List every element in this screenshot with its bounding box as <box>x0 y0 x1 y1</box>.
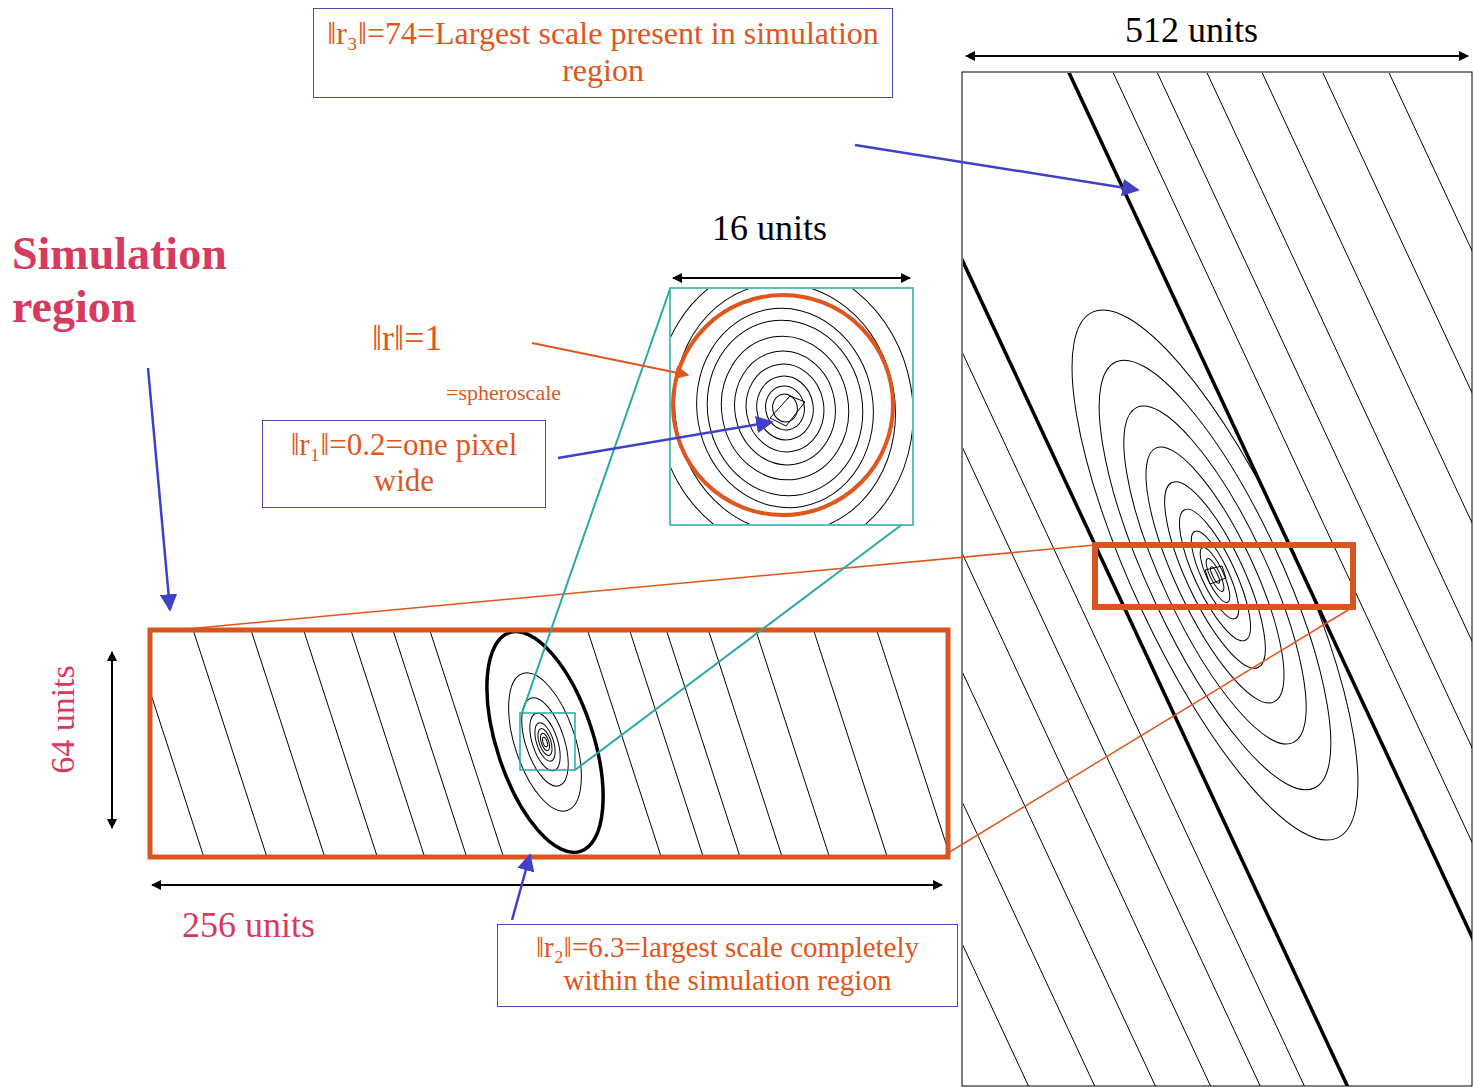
contour-line <box>770 392 799 424</box>
contour-line <box>152 632 792 855</box>
contour-line <box>152 632 578 855</box>
contours <box>963 73 1472 1086</box>
leader-arrow <box>532 343 688 375</box>
callout-box: ‖r₃‖=74=Largest scale present in simulat… <box>313 8 893 98</box>
contour-line <box>445 632 946 855</box>
contour-line <box>963 73 1472 1086</box>
zoom-box <box>1095 545 1353 607</box>
contour-line <box>222 632 946 855</box>
contour-line <box>963 73 1472 1086</box>
contour-line <box>710 326 860 490</box>
contour-line <box>671 289 912 524</box>
dimension-arrow <box>673 277 910 279</box>
dimension-arrow <box>152 884 942 886</box>
contour-line <box>963 73 1472 1086</box>
zoom-line <box>176 545 1095 630</box>
contour-line <box>963 73 1472 1086</box>
contour-line <box>963 73 1472 1086</box>
contour-line <box>524 710 567 775</box>
contour-line <box>762 383 808 433</box>
contour-line <box>336 632 946 855</box>
contour-line <box>963 73 1458 1086</box>
inset-frame <box>670 288 913 525</box>
dimension-label: 16 units <box>712 208 827 249</box>
contour-line <box>152 632 835 855</box>
contour-line <box>693 308 876 508</box>
contour-line <box>152 632 635 855</box>
contour-line <box>963 73 1472 1086</box>
contour-line <box>1205 566 1226 584</box>
contour-line <box>184 632 946 855</box>
contour-line <box>963 73 1472 1086</box>
zoom-line <box>948 607 1353 853</box>
callout-box: ‖r₂‖=6.3=largest scale completely within… <box>497 924 958 1007</box>
contour-line <box>494 664 596 820</box>
callout-text: ‖r₃‖=74=Largest scale present in simulat… <box>324 15 882 89</box>
dimension-label: 256 units <box>182 905 315 946</box>
leader-arrow <box>558 422 772 458</box>
dimension-arrow <box>966 55 1468 57</box>
contour-line <box>293 632 946 855</box>
leader-arrow <box>148 368 170 610</box>
simulation-frame <box>150 630 948 857</box>
leader-arrow <box>855 145 1138 190</box>
contour-line <box>1019 278 1411 872</box>
spheroscale-circle <box>673 295 893 515</box>
callout-text: ‖r₂‖=6.3=largest scale completely within… <box>508 931 947 998</box>
contour-line <box>531 720 559 763</box>
scale-label: ‖r‖=1 <box>372 318 443 359</box>
contour-line <box>464 632 627 855</box>
contour-line <box>152 632 873 855</box>
contour-line <box>388 632 946 855</box>
contour-line <box>671 289 912 524</box>
leader-arrow <box>512 855 530 920</box>
contour-line <box>752 372 819 445</box>
contour-line <box>963 73 1472 1086</box>
contour-line <box>1146 470 1284 679</box>
panel-frame <box>962 72 1472 1086</box>
contour-line <box>535 727 555 757</box>
zoom-box <box>520 713 575 770</box>
dimension-arrow <box>111 652 113 828</box>
contour-line <box>963 73 1472 1086</box>
contour-line <box>512 692 577 791</box>
dimension-label: 512 units <box>1125 10 1258 51</box>
contour-line <box>963 73 1472 1086</box>
region-title: Simulation region <box>12 228 312 334</box>
contour-line <box>1120 432 1309 719</box>
zoom-line <box>575 517 912 770</box>
contour-line <box>770 396 805 426</box>
dimension-label: 64 units <box>42 666 81 775</box>
contour-line <box>255 632 946 855</box>
contour-line <box>963 73 1472 1086</box>
contours <box>671 289 912 524</box>
contour-line <box>963 73 1472 1086</box>
contour-line <box>152 632 906 855</box>
contour-line <box>1056 334 1374 816</box>
contour-line <box>539 732 552 751</box>
contours <box>152 632 946 855</box>
scale-note: =spheroscale <box>446 380 561 405</box>
contour-line <box>1166 501 1263 649</box>
contour-line <box>152 632 745 855</box>
callout-text: ‖r₁‖=0.2=one pixel wide <box>273 427 535 498</box>
contour-line <box>739 358 831 458</box>
callout-box: ‖r₁‖=0.2=one pixel wide <box>262 420 546 508</box>
contour-line <box>726 343 845 473</box>
contour-line <box>963 73 1472 1086</box>
